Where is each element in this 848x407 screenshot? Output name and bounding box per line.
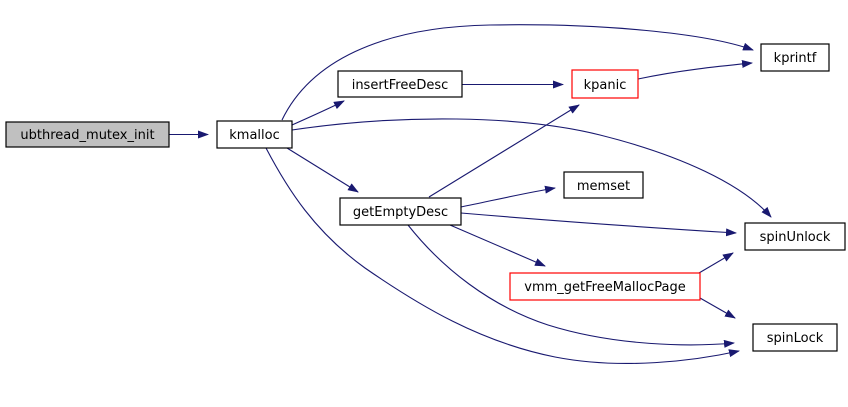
node-kmalloc-label: kmalloc (229, 128, 279, 143)
node-vmm_getFreeMallocPage[interactable]: vmm_getFreeMallocPage (509, 272, 701, 301)
edge-kmalloc-spinLock (265, 147, 740, 365)
node-spinLock-box[interactable] (752, 323, 838, 352)
node-vmm_getFreeMallocPage-label: vmm_getFreeMallocPage (524, 280, 685, 295)
edge-kpanic-kprintf (637, 60, 753, 80)
node-insertFreeDesc-label: insertFreeDesc (352, 78, 449, 93)
node-getEmptyDesc[interactable]: getEmptyDesc (339, 197, 462, 226)
node-layer: ubthread_mutex_init kmalloc insertFreeDe… (5, 43, 846, 352)
node-spinUnlock-label: spinUnlock (760, 230, 831, 245)
node-getEmptyDesc-box[interactable] (339, 197, 462, 226)
edge-vmm_getFreeMallocPage-spinLock (699, 297, 736, 319)
node-kmalloc[interactable]: kmalloc (216, 120, 293, 149)
node-kmalloc-box[interactable] (216, 120, 293, 149)
node-insertFreeDesc-box[interactable] (337, 70, 463, 98)
node-kpanic-box[interactable] (571, 69, 639, 99)
node-memset-label: memset (577, 179, 630, 194)
edge-kmalloc-insertFreeDesc (291, 100, 345, 126)
edge-getEmptyDesc-spinLock (407, 224, 735, 348)
node-ubthread_mutex_init-box[interactable] (5, 121, 170, 148)
node-insertFreeDesc[interactable]: insertFreeDesc (337, 70, 463, 98)
node-kpanic[interactable]: kpanic (571, 69, 639, 99)
node-kprintf[interactable]: kprintf (760, 43, 830, 72)
edge-getEmptyDesc-memset (460, 185, 556, 208)
edge-vmm_getFreeMallocPage-spinUnlock (698, 252, 734, 274)
node-memset-box[interactable] (563, 171, 644, 199)
edge-kmalloc-getEmptyDesc (286, 147, 359, 193)
node-kprintf-box[interactable] (760, 43, 830, 72)
node-memset[interactable]: memset (563, 171, 644, 199)
edge-getEmptyDesc-spinUnlock (460, 212, 737, 237)
node-kprintf-label: kprintf (774, 51, 817, 66)
node-getEmptyDesc-label: getEmptyDesc (353, 205, 448, 220)
edge-getEmptyDesc-vmm_getFreeMallocPage (449, 224, 546, 267)
node-ubthread_mutex_init-label: ubthread_mutex_init (20, 128, 154, 143)
edge-layer (169, 24, 772, 365)
node-spinLock-label: spinLock (767, 331, 824, 346)
node-spinUnlock-box[interactable] (744, 222, 846, 251)
node-ubthread_mutex_init[interactable]: ubthread_mutex_init (5, 121, 170, 148)
node-spinLock[interactable]: spinLock (752, 323, 838, 352)
node-spinUnlock[interactable]: spinUnlock (744, 222, 846, 251)
node-vmm_getFreeMallocPage-box[interactable] (509, 272, 701, 301)
node-kpanic-label: kpanic (584, 78, 627, 93)
edge-kmalloc-kprintf (281, 24, 754, 121)
edge-getEmptyDesc-kpanic (428, 104, 580, 198)
edge-kmalloc-spinUnlock (291, 118, 772, 218)
